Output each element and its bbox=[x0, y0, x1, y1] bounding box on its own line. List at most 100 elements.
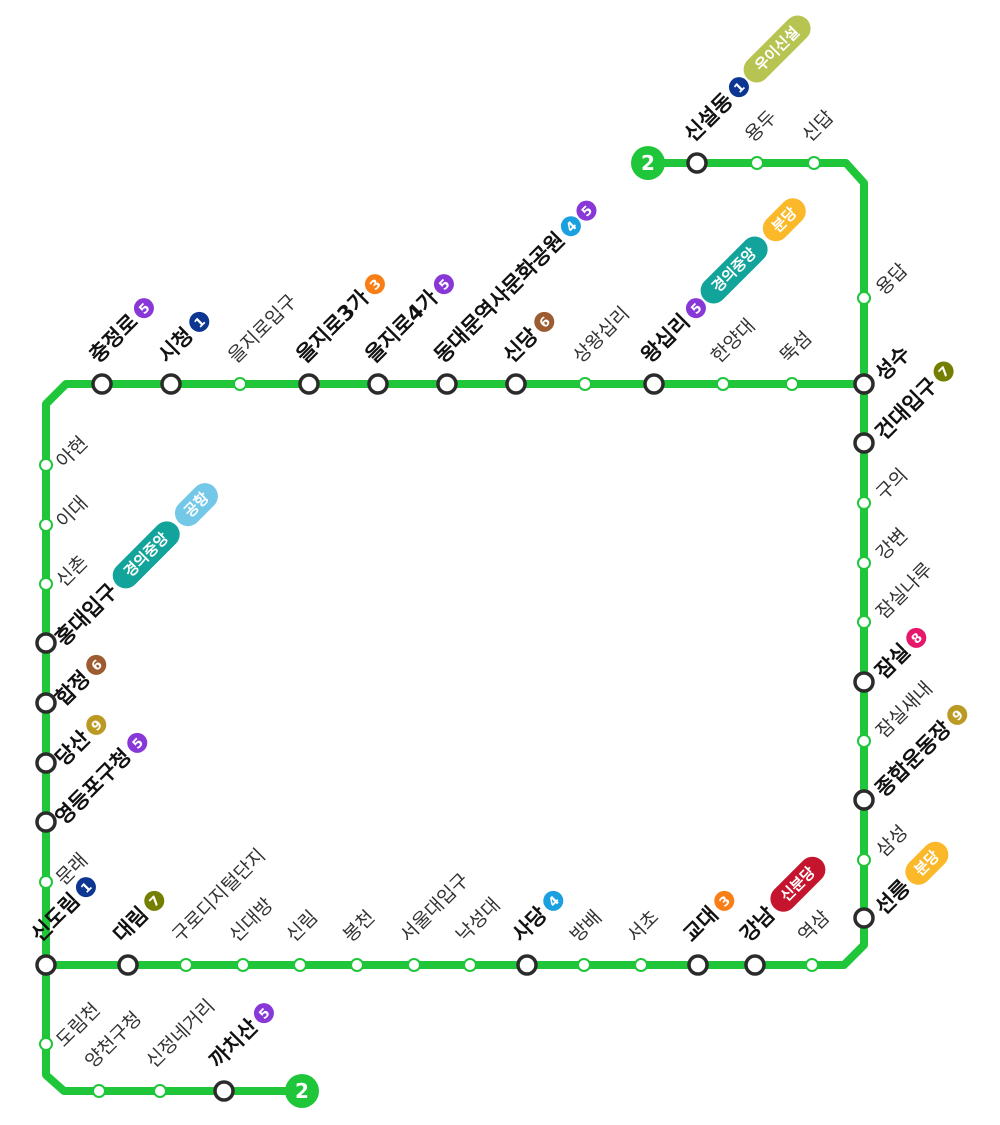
station-marker[interactable] bbox=[807, 156, 821, 170]
station-marker[interactable] bbox=[233, 377, 247, 391]
transfer-station-marker[interactable] bbox=[853, 373, 875, 395]
station-marker[interactable] bbox=[39, 875, 53, 889]
station-뚝섬[interactable] bbox=[785, 377, 799, 391]
station-영등포구청[interactable] bbox=[35, 811, 57, 833]
station-marker[interactable] bbox=[577, 958, 591, 972]
station-marker[interactable] bbox=[153, 1084, 167, 1098]
station-marker[interactable] bbox=[857, 556, 871, 570]
transfer-station-marker[interactable] bbox=[160, 373, 182, 395]
station-선릉[interactable] bbox=[853, 907, 875, 929]
station-marker[interactable] bbox=[39, 577, 53, 591]
station-marker[interactable] bbox=[350, 958, 364, 972]
transfer-station-marker[interactable] bbox=[35, 632, 57, 654]
station-신대방[interactable] bbox=[236, 958, 250, 972]
station-marker[interactable] bbox=[39, 1037, 53, 1051]
station-신답[interactable] bbox=[807, 156, 821, 170]
station-잠실나루[interactable] bbox=[857, 615, 871, 629]
station-방배[interactable] bbox=[577, 958, 591, 972]
transfer-station-marker[interactable] bbox=[35, 752, 57, 774]
station-신림[interactable] bbox=[293, 958, 307, 972]
station-을지로4가[interactable] bbox=[367, 373, 389, 395]
transfer-station-marker[interactable] bbox=[744, 954, 766, 976]
station-서초[interactable] bbox=[634, 958, 648, 972]
station-marker[interactable] bbox=[805, 958, 819, 972]
transfer-station-marker[interactable] bbox=[853, 671, 875, 693]
station-구로디지털단지[interactable] bbox=[179, 958, 193, 972]
station-잠실새내[interactable] bbox=[857, 734, 871, 748]
transfer-station-marker[interactable] bbox=[686, 152, 708, 174]
station-성수[interactable] bbox=[853, 373, 875, 395]
station-이대[interactable] bbox=[39, 518, 53, 532]
station-역삼[interactable] bbox=[805, 958, 819, 972]
station-합정[interactable] bbox=[35, 692, 57, 714]
station-marker[interactable] bbox=[293, 958, 307, 972]
station-marker[interactable] bbox=[857, 734, 871, 748]
station-종합운동장[interactable] bbox=[853, 789, 875, 811]
transfer-station-marker[interactable] bbox=[436, 373, 458, 395]
station-당산[interactable] bbox=[35, 752, 57, 774]
station-삼성[interactable] bbox=[857, 853, 871, 867]
transfer-station-marker[interactable] bbox=[505, 373, 527, 395]
station-신당[interactable] bbox=[505, 373, 527, 395]
station-충정로[interactable] bbox=[91, 373, 113, 395]
station-왕십리[interactable] bbox=[643, 373, 665, 395]
station-강변[interactable] bbox=[857, 556, 871, 570]
station-marker[interactable] bbox=[407, 958, 421, 972]
transfer-station-marker[interactable] bbox=[298, 373, 320, 395]
station-강남[interactable] bbox=[744, 954, 766, 976]
station-양천구청[interactable] bbox=[92, 1084, 106, 1098]
station-marker[interactable] bbox=[39, 458, 53, 472]
station-교대[interactable] bbox=[687, 954, 709, 976]
transfer-station-marker[interactable] bbox=[853, 907, 875, 929]
station-marker[interactable] bbox=[857, 615, 871, 629]
transfer-station-marker[interactable] bbox=[117, 954, 139, 976]
station-marker[interactable] bbox=[716, 377, 730, 391]
station-용두[interactable] bbox=[750, 156, 764, 170]
station-신도림[interactable] bbox=[35, 954, 57, 976]
transfer-station-marker[interactable] bbox=[35, 954, 57, 976]
station-홍대입구[interactable] bbox=[35, 632, 57, 654]
station-marker[interactable] bbox=[857, 853, 871, 867]
station-서울대입구[interactable] bbox=[407, 958, 421, 972]
station-을지로입구[interactable] bbox=[233, 377, 247, 391]
station-marker[interactable] bbox=[857, 291, 871, 305]
transfer-station-marker[interactable] bbox=[853, 789, 875, 811]
station-상왕십리[interactable] bbox=[578, 377, 592, 391]
transfer-station-marker[interactable] bbox=[367, 373, 389, 395]
station-marker[interactable] bbox=[179, 958, 193, 972]
transfer-station-marker[interactable] bbox=[687, 954, 709, 976]
station-용답[interactable] bbox=[857, 291, 871, 305]
transfer-station-marker[interactable] bbox=[35, 692, 57, 714]
station-marker[interactable] bbox=[39, 518, 53, 532]
station-시청[interactable] bbox=[160, 373, 182, 395]
station-아현[interactable] bbox=[39, 458, 53, 472]
station-marker[interactable] bbox=[463, 958, 477, 972]
station-marker[interactable] bbox=[785, 377, 799, 391]
station-신설동[interactable] bbox=[686, 152, 708, 174]
station-도림천[interactable] bbox=[39, 1037, 53, 1051]
station-구의[interactable] bbox=[857, 496, 871, 510]
station-까치산[interactable] bbox=[213, 1080, 235, 1102]
station-marker[interactable] bbox=[750, 156, 764, 170]
station-한양대[interactable] bbox=[716, 377, 730, 391]
station-marker[interactable] bbox=[634, 958, 648, 972]
transfer-station-marker[interactable] bbox=[853, 432, 875, 454]
station-을지로3가[interactable] bbox=[298, 373, 320, 395]
transfer-station-marker[interactable] bbox=[213, 1080, 235, 1102]
station-대림[interactable] bbox=[117, 954, 139, 976]
transfer-station-marker[interactable] bbox=[643, 373, 665, 395]
station-신정네거리[interactable] bbox=[153, 1084, 167, 1098]
station-marker[interactable] bbox=[857, 496, 871, 510]
station-잠실[interactable] bbox=[853, 671, 875, 693]
station-동대문역사문화공원[interactable] bbox=[436, 373, 458, 395]
station-낙성대[interactable] bbox=[463, 958, 477, 972]
transfer-station-marker[interactable] bbox=[516, 954, 538, 976]
station-봉천[interactable] bbox=[350, 958, 364, 972]
station-건대입구[interactable] bbox=[853, 432, 875, 454]
station-marker[interactable] bbox=[92, 1084, 106, 1098]
transfer-station-marker[interactable] bbox=[35, 811, 57, 833]
station-문래[interactable] bbox=[39, 875, 53, 889]
station-marker[interactable] bbox=[236, 958, 250, 972]
station-신촌[interactable] bbox=[39, 577, 53, 591]
station-marker[interactable] bbox=[578, 377, 592, 391]
